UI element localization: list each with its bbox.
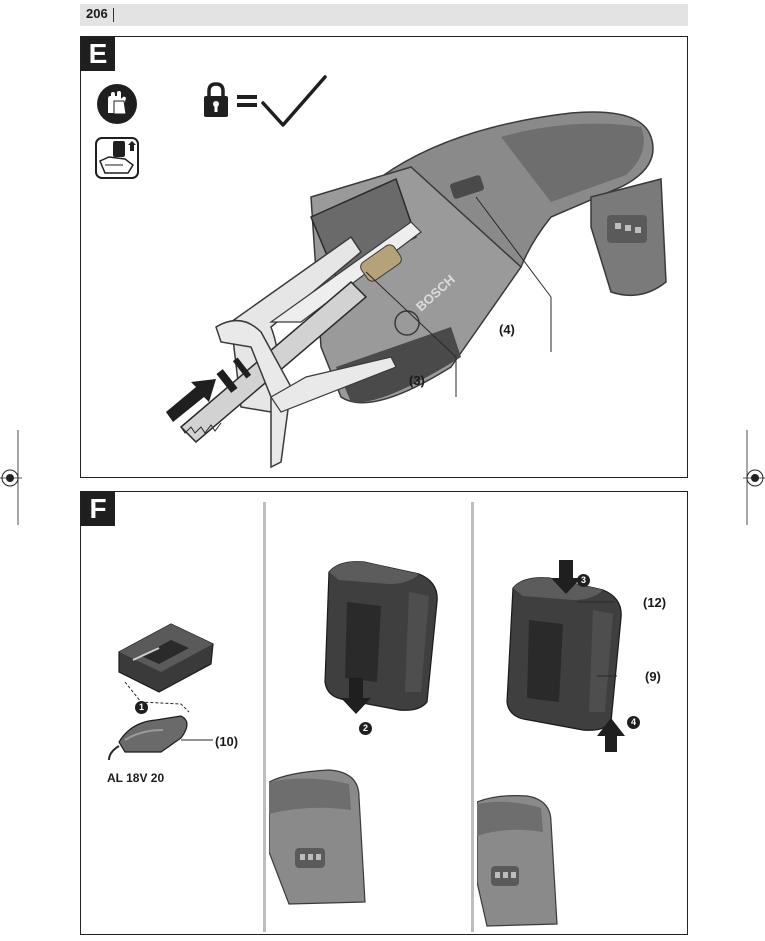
battery-removed-icon <box>95 137 139 179</box>
step-badge-1: 1 <box>135 701 148 714</box>
callout-9: (9) <box>645 669 661 684</box>
callout-3: (3) <box>409 373 425 388</box>
panel-label-f: F <box>81 492 115 526</box>
page-number: 206 <box>86 6 108 21</box>
callout-10: (10) <box>215 734 239 749</box>
figure-panel-f: F 1 (10) AL 18V 20 <box>80 491 688 935</box>
panel-label-e: E <box>81 37 115 71</box>
panel-f-divider-1 <box>263 502 266 932</box>
registration-mark-right <box>741 430 765 525</box>
panel-f-divider-2 <box>471 502 474 932</box>
check-icon <box>261 73 327 129</box>
battery-insert-illustration <box>269 552 469 932</box>
callout-12: (12) <box>643 595 667 610</box>
charger-model-label: AL 18V 20 <box>107 771 165 785</box>
registration-mark-left <box>0 430 24 525</box>
step-badge-4: 4 <box>627 716 640 729</box>
gloves-icon <box>96 83 138 125</box>
page-number-separator <box>113 8 114 22</box>
page-header-bar <box>80 4 688 26</box>
battery-remove-illustration <box>477 552 682 932</box>
figure-panel-e: E <box>80 36 688 478</box>
step-badge-3: 3 <box>577 574 590 587</box>
step-badge-2: 2 <box>359 722 372 735</box>
callout-4: (4) <box>499 322 515 337</box>
lock-icon <box>203 81 229 119</box>
garden-saw-illustration: BOSCH <box>121 67 681 477</box>
charger-illustration <box>101 612 261 772</box>
equals-sign <box>237 93 257 109</box>
